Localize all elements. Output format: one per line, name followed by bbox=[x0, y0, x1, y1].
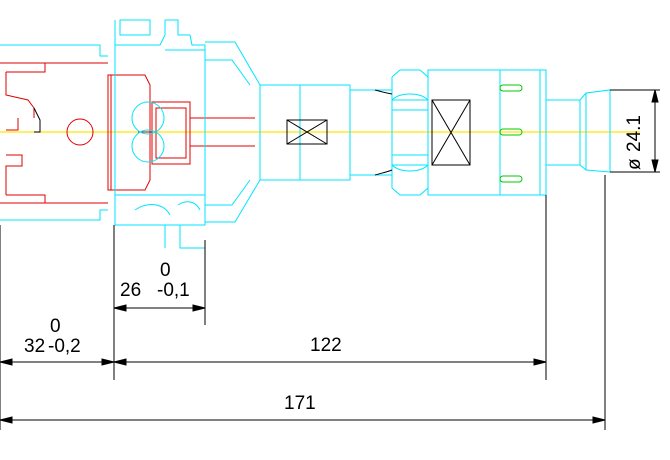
diameter-value: 24.1 bbox=[624, 115, 645, 152]
holder-section bbox=[0, 62, 255, 204]
diameter-symbol: ø bbox=[624, 158, 645, 170]
collet-depth-tol-lower: -0,2 bbox=[48, 336, 81, 357]
tool-holder-outline bbox=[0, 19, 611, 249]
body-length-value: 122 bbox=[310, 335, 342, 356]
flange-tol-lower: -0,1 bbox=[157, 280, 190, 301]
dimension-lines bbox=[0, 89, 660, 430]
collet-slot bbox=[33, 107, 41, 133]
flange-value: 26 bbox=[120, 280, 141, 301]
flange-tol-upper: 0 bbox=[160, 260, 171, 281]
collet-depth-tol-upper: 0 bbox=[50, 316, 61, 337]
overall-length-value: 171 bbox=[284, 393, 316, 414]
diameter-label: ø 24.1 bbox=[624, 115, 645, 170]
flat-marks bbox=[286, 89, 471, 176]
coolant-slots bbox=[499, 84, 523, 183]
collet-depth-value: 32 bbox=[24, 336, 45, 357]
